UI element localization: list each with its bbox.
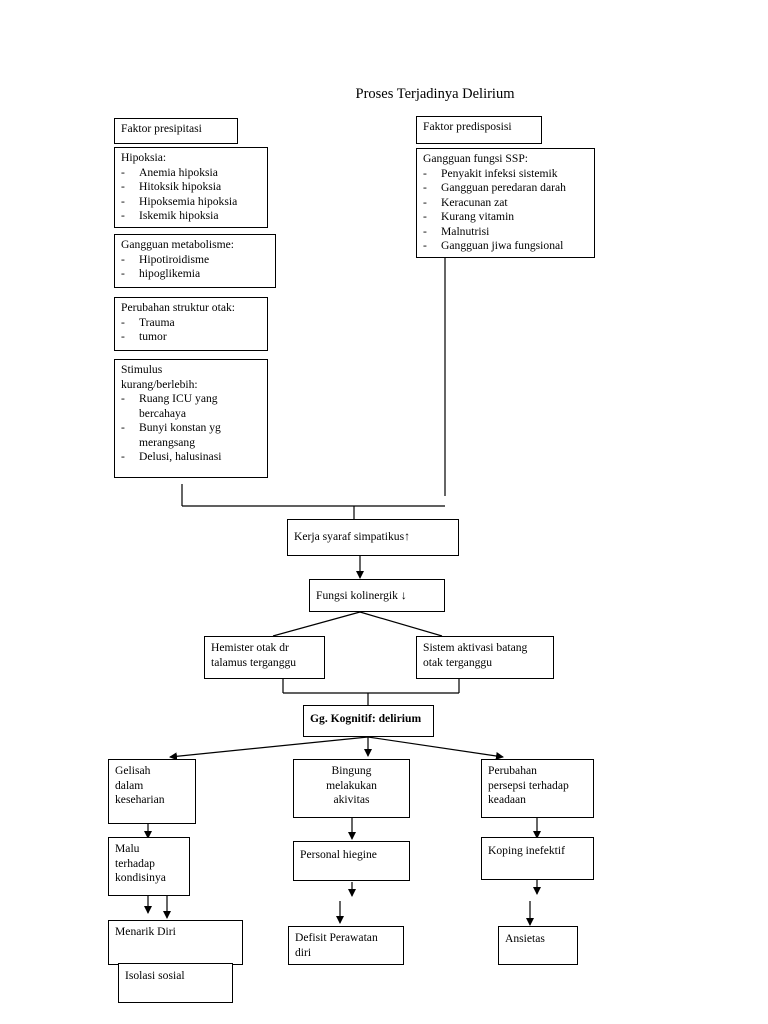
perubahan-line-2: persepsi terhadap — [488, 778, 569, 792]
list-item: Malnutrisi — [423, 225, 588, 240]
faktor-predisposisi-box: Faktor predisposisi — [416, 116, 542, 144]
hemister-line-2: talamus terganggu — [211, 655, 297, 669]
malu-box: Malu terhadap kondisinya — [108, 837, 190, 896]
list-item: Gangguan peredaran darah — [423, 181, 588, 196]
menarik-diri-label: Menarik Diri — [115, 925, 176, 938]
list-item: Trauma — [121, 316, 261, 331]
list-item: Ruang ICU yang — [121, 392, 261, 407]
gelisah-line-3: keseharian — [115, 793, 165, 806]
connector-kolinergik-left — [272, 611, 361, 637]
arrow-kognitif-perubahan — [367, 736, 504, 760]
list-item: tumor — [121, 330, 261, 345]
ssp-list: Penyakit infeksi sistemik Gangguan pered… — [423, 167, 588, 254]
metabolisme-box: Gangguan metabolisme: Hipotiroidisme hip… — [114, 234, 276, 288]
hemister-box: Hemister otak dr talamus terganggu — [204, 636, 325, 679]
stimulus-heading-2: kurang/berlebih: — [121, 377, 198, 391]
hipoksia-box: Hipoksia: Anemia hipoksia Hitoksik hipok… — [114, 147, 268, 228]
list-item: Hipotiroidisme — [121, 253, 269, 268]
malu-line-3: kondisinya — [115, 871, 166, 884]
gelisah-line-2: dalam — [115, 778, 144, 792]
aktivasi-line-1: Sistem aktivasi batang — [423, 641, 528, 654]
kognitif-box: Gg. Kognitif: delirium — [303, 705, 434, 737]
list-item: Hitoksik hipoksia — [121, 180, 261, 195]
diagram-title: Proses Terjadinya Delirium — [355, 86, 515, 102]
ssp-heading: Gangguan fungsi SSP: — [423, 152, 528, 165]
list-item-continuation: merangsang — [139, 435, 196, 449]
list-item: Delusi, halusinasi — [121, 450, 261, 465]
faktor-presipitasi-box: Faktor presipitasi — [114, 118, 238, 144]
isolasi-sosial-label: Isolasi sosial — [125, 969, 185, 982]
hipoksia-list: Anemia hipoksia Hitoksik hipoksia Hipoks… — [121, 166, 261, 224]
list-item: Keracunan zat — [423, 196, 588, 211]
bingung-line-1: Bingung — [331, 764, 372, 777]
list-item: Iskemik hipoksia — [121, 209, 261, 224]
faktor-predisposisi-label: Faktor predisposisi — [423, 120, 512, 133]
koping-box: Koping inefektif — [481, 837, 594, 880]
list-item: Anemia hipoksia — [121, 166, 261, 181]
gelisah-box: Gelisah dalam keseharian — [108, 759, 196, 824]
isolasi-sosial-box: Isolasi sosial — [118, 963, 233, 1003]
perubahan-line-3: keadaan — [488, 793, 526, 806]
up-arrow-icon: ↑ — [404, 529, 411, 543]
hemister-line-1: Hemister otak dr — [211, 641, 289, 654]
connector-kolinergik-right — [359, 611, 443, 637]
list-item: Kurang vitamin — [423, 210, 588, 225]
kolinergik-box: Fungsi kolinergik ↓ — [309, 579, 445, 612]
perubahan-box: Perubahan persepsi terhadap keadaan — [481, 759, 594, 818]
struktur-otak-list: Trauma tumor — [121, 316, 261, 345]
personal-hiegine-label: Personal hiegine — [300, 848, 377, 861]
defisit-box: Defisit Perawatan diri — [288, 926, 404, 965]
defisit-line-1: Defisit Perawatan — [295, 931, 378, 944]
metabolisme-heading: Gangguan metabolisme: — [121, 238, 235, 251]
ssp-box: Gangguan fungsi SSP: Penyakit infeksi si… — [416, 148, 595, 258]
faktor-presipitasi-label: Faktor presipitasi — [121, 122, 202, 135]
personal-hiegine-box: Personal hiegine — [293, 841, 410, 881]
list-item: hipoglikemia — [121, 267, 269, 282]
gelisah-line-1: Gelisah — [115, 764, 151, 777]
kognitif-label: Gg. Kognitif: delirium — [310, 712, 422, 725]
stimulus-heading-1: Stimulus — [121, 363, 163, 376]
list-item: Hipoksemia hipoksia — [121, 195, 261, 210]
arrow-kognitif-gelisah — [169, 736, 369, 761]
down-arrow-icon: ↓ — [400, 588, 407, 602]
simpatikus-label: Kerja syaraf simpatikus — [294, 530, 405, 543]
struktur-otak-box: Perubahan struktur otak: Trauma tumor — [114, 297, 268, 351]
ansietas-label: Ansietas — [505, 932, 545, 945]
list-item-continuation: bercahaya — [139, 406, 186, 420]
aktivasi-line-2: otak terganggu — [423, 655, 493, 669]
stimulus-box: Stimulus kurang/berlebih: Ruang ICU yang… — [114, 359, 268, 478]
simpatikus-box: Kerja syaraf simpatikus↑ — [287, 519, 459, 556]
list-item: Penyakit infeksi sistemik — [423, 167, 588, 182]
list-item: Bunyi konstan yg — [121, 421, 261, 436]
perubahan-line-1: Perubahan — [488, 764, 537, 777]
stimulus-list: Ruang ICU yang bercahaya Bunyi konstan y… — [121, 392, 261, 465]
malu-line-1: Malu — [115, 842, 140, 855]
hipoksia-heading: Hipoksia: — [121, 151, 167, 164]
kolinergik-label: Fungsi kolinergik — [316, 589, 398, 602]
aktivasi-box: Sistem aktivasi batang otak terganggu — [416, 636, 554, 679]
struktur-otak-heading: Perubahan struktur otak: — [121, 301, 235, 314]
metabolisme-list: Hipotiroidisme hipoglikemia — [121, 253, 269, 282]
list-item: Gangguan jiwa fungsional — [423, 239, 588, 254]
menarik-diri-box: Menarik Diri — [108, 920, 243, 965]
bingung-box: Bingung melakukan akivitas — [293, 759, 410, 818]
bingung-line-2: melakukan — [326, 778, 377, 792]
defisit-line-2: diri — [295, 945, 312, 959]
malu-line-2: terhadap — [115, 856, 155, 870]
ansietas-box: Ansietas — [498, 926, 578, 965]
bingung-line-3: akivitas — [333, 793, 370, 806]
koping-label: Koping inefektif — [488, 844, 565, 857]
